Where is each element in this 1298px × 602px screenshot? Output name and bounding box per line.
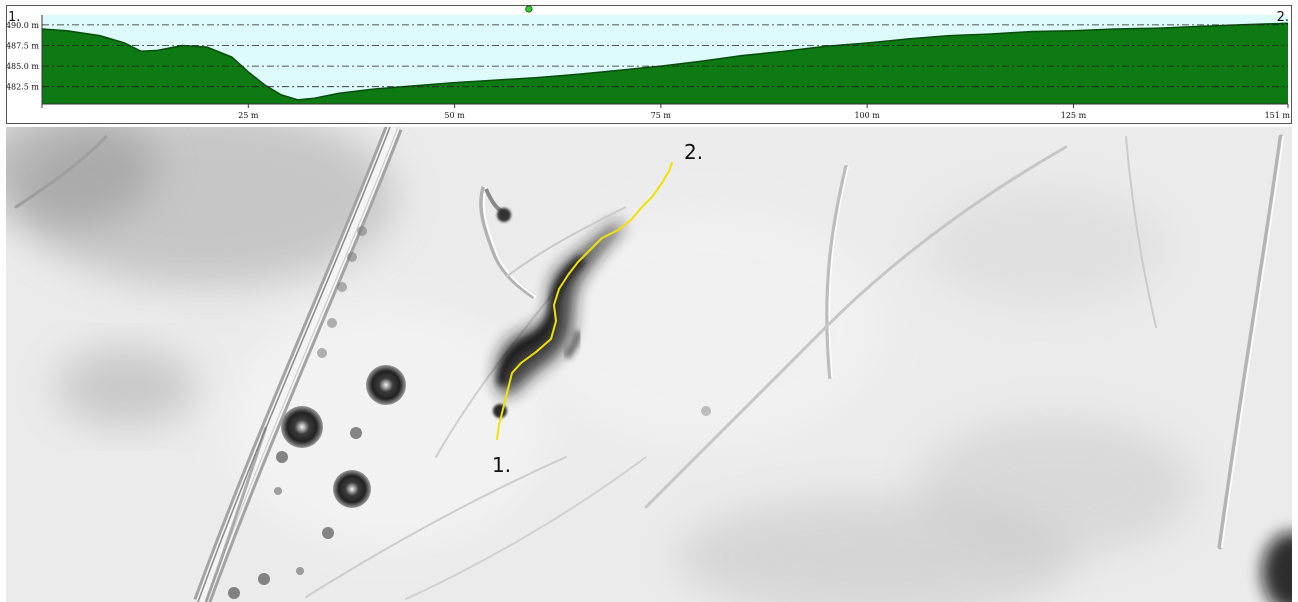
profile-x-tick-3: 100 m	[854, 111, 880, 120]
hillshade-map-panel: 2. 1.	[6, 127, 1292, 602]
profile-cursor-dot	[525, 5, 533, 13]
route-end-label: 2.	[684, 140, 704, 164]
corner-shadow	[1262, 532, 1292, 602]
profile-start-marker: 1.	[8, 10, 20, 25]
profile-end-marker: 2.	[1277, 10, 1289, 25]
road-embankment	[193, 127, 403, 602]
profile-terrain-area	[42, 23, 1288, 105]
profile-x-tick-4: 125 m	[1061, 111, 1087, 120]
elevation-profile-chart: 490.0 m 487.5 m 485.0 m 482.5 m 25 m 50 m 75 m…	[6, 5, 1292, 124]
profile-y-tick-1: 487.5 m	[6, 41, 39, 50]
elevation-profile-panel: 490.0 m 487.5 m 485.0 m 482.5 m 25 m 50 m 75 m…	[6, 5, 1292, 124]
profile-y-tick-3: 482.5 m	[6, 83, 39, 92]
profile-y-tick-2: 485.0 m	[6, 62, 39, 71]
profile-x-tick-1: 50 m	[444, 111, 465, 120]
hillshade-map	[6, 127, 1292, 602]
slope-shading	[6, 127, 1196, 602]
route-start-label: 1.	[492, 453, 512, 477]
profile-x-tick-2: 75 m	[651, 111, 672, 120]
profile-x-tick-5: 151 m	[1265, 111, 1291, 120]
profile-y-tick-0: 490.0 m	[6, 21, 39, 30]
profile-route-line	[496, 162, 673, 440]
pits	[228, 226, 711, 599]
profile-terrain-line	[41, 22, 1289, 101]
profile-x-tick-0: 25 m	[238, 111, 259, 120]
